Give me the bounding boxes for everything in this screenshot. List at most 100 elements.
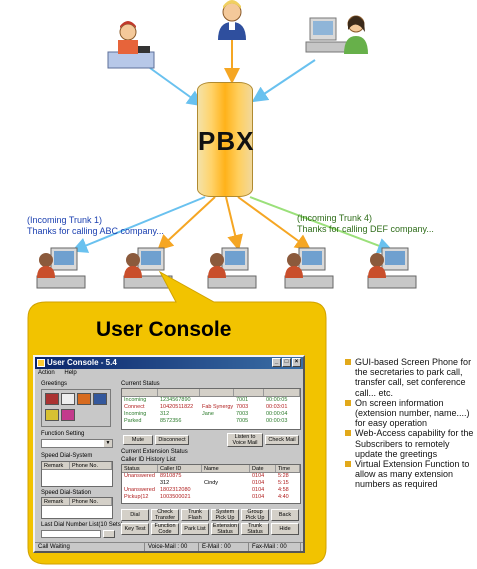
greeting-icon-2[interactable]: [61, 393, 75, 405]
table-row[interactable]: Incoming 1234567890 7001 00:00:05: [122, 397, 300, 404]
table-row[interactable]: Connect 10420511822 Fab Synergy 7003 00:…: [122, 404, 300, 411]
check-transfer-button[interactable]: Check Transfer: [151, 509, 179, 521]
cell: Incoming: [124, 397, 147, 403]
table-row[interactable]: Unanswered 1802312080 0104 4:58: [122, 487, 300, 494]
cell: Connect: [124, 404, 145, 410]
menu-action[interactable]: Action: [38, 370, 55, 376]
cell: Unanswered: [124, 487, 155, 493]
cell: 8572356: [160, 418, 182, 424]
current-status-label: Current Status: [121, 381, 160, 387]
listen-voice-mail-button[interactable]: Listen to Voice Mail: [227, 433, 263, 447]
last-dial-select[interactable]: [41, 530, 101, 538]
cell: 00:00:05: [266, 397, 288, 403]
table-row[interactable]: Pickup(12 1003500021 0104 4:40: [122, 494, 300, 501]
disconnect-button[interactable]: Disconnect: [155, 435, 189, 445]
group-pickup-button[interactable]: Group Pick Up: [241, 509, 269, 521]
table-row[interactable]: 312 Cindy 0104 5:15: [122, 480, 300, 487]
secretary-4-icon: [284, 247, 334, 289]
table-row[interactable]: Parked 8572356 7005 00:00:03: [122, 418, 300, 425]
trunk-link-2: [157, 196, 216, 251]
greetings-label: Greetings: [41, 381, 68, 387]
cell: 1802312080: [160, 487, 191, 493]
cell: [202, 487, 250, 494]
greeting-icon-6[interactable]: [61, 409, 75, 421]
greeting-icon-4[interactable]: [93, 393, 107, 405]
speed-dial-station-label: Speed Dial-Station: [41, 490, 92, 496]
table-row[interactable]: Incoming 312 Jane 7003 00:00:04: [122, 411, 300, 418]
close-icon[interactable]: ×: [292, 358, 301, 367]
key-test-button[interactable]: Key Test: [121, 523, 149, 535]
cell: 312: [160, 411, 170, 417]
hide-button[interactable]: Hide: [271, 523, 299, 535]
function-setting-label: Function Setting: [41, 431, 85, 437]
cell: Pickup(12: [124, 494, 149, 500]
col-status: Status: [122, 465, 158, 472]
trunk-4-caption: (Incoming Trunk 4) Thanks for calling DE…: [297, 213, 475, 235]
greeting-icon-1[interactable]: [45, 393, 59, 405]
feature-text: On screen information (extension number,…: [355, 397, 470, 429]
cell: [122, 480, 158, 487]
cell: 0104: [252, 480, 265, 486]
trunk-1-caption: (Incoming Trunk 1) Thanks for calling AB…: [27, 215, 217, 237]
current-status-table[interactable]: Incoming 1234567890 7001 00:00:05 Connec…: [121, 388, 301, 430]
caller-left-link: [149, 67, 204, 107]
fax-mail-count: Fax-Mail : 00: [249, 543, 301, 551]
trunk-flash-button[interactable]: Trunk Flash: [181, 509, 209, 521]
cell: 4:40: [278, 494, 289, 500]
speed-dial-system-table[interactable]: Remark Phone No.: [41, 461, 113, 487]
mute-button[interactable]: Mute: [123, 435, 153, 445]
current-status-header: [122, 389, 300, 397]
feature-item: Web-Access capability for the Subscriber…: [345, 428, 475, 459]
call-waiting-status: Call Waiting: [35, 543, 145, 551]
col-caller-id: Caller ID: [158, 465, 202, 472]
greeting-icon-5[interactable]: [45, 409, 59, 421]
park-list-button[interactable]: Park List: [181, 523, 209, 535]
cell: 7003: [236, 411, 249, 417]
cell: 1234567890: [160, 397, 191, 403]
trunk-link-1: [71, 196, 206, 253]
trunk-4-greeting: Thanks for calling DEF company...: [297, 224, 434, 234]
maximize-icon[interactable]: □: [282, 358, 291, 367]
chevron-down-icon[interactable]: ▼: [104, 440, 112, 447]
window-title: User Console - 5.4: [47, 358, 117, 367]
caller-right-person-icon: [305, 15, 368, 54]
greetings-panel: [41, 389, 111, 427]
cell: Cindy: [204, 480, 219, 486]
cell: 5:28: [278, 473, 289, 479]
cell: [202, 473, 250, 480]
table-row[interactable]: Unanswered 8910875 0104 5:28: [122, 473, 300, 480]
pbx-label: PBX: [198, 126, 255, 156]
last-dial-go-button[interactable]: [103, 530, 115, 538]
col-time: Time: [276, 465, 300, 472]
trunk-status-button[interactable]: Trunk Status: [241, 523, 269, 535]
cell: 10420511822: [160, 404, 194, 410]
greeting-icon-3[interactable]: [77, 393, 91, 405]
extension-status-button[interactable]: Extension Status: [211, 523, 239, 535]
function-code-button[interactable]: Function Code: [151, 523, 179, 535]
cell: 00:00:04: [266, 411, 288, 417]
menu-help[interactable]: Help: [64, 370, 77, 376]
trunk-link-3: [225, 196, 243, 251]
cell: [200, 397, 234, 404]
console-window: User Console - 5.4 _ □ × Action Help Gre…: [33, 355, 305, 553]
trunk-1-name: (Incoming Trunk 1): [27, 215, 103, 225]
back-button[interactable]: Back: [271, 509, 299, 521]
app-icon: [37, 359, 45, 367]
minimize-icon[interactable]: _: [272, 358, 281, 367]
cell: [202, 494, 250, 501]
function-setting-select[interactable]: ▼: [41, 439, 113, 448]
user-console-heading: User Console: [96, 318, 232, 341]
feature-text: Virtual Extension Function to allow as m…: [355, 459, 470, 490]
system-pickup-button[interactable]: System Pick Up: [211, 509, 239, 521]
caller-id-table[interactable]: Status Caller ID Name Date Time Unanswer…: [121, 464, 301, 504]
dial-button[interactable]: Dial: [121, 509, 149, 521]
caller-center-person-icon: [218, 0, 246, 40]
trunk-link-5: [249, 196, 394, 254]
cell: [200, 418, 234, 425]
pbx-unit-icon: [197, 82, 253, 197]
cell: Incoming: [124, 411, 147, 417]
check-mail-button[interactable]: Check Mail: [265, 435, 299, 445]
email-count: E-Mail : 00: [199, 543, 249, 551]
cell: Parked: [124, 418, 142, 424]
speed-dial-station-table[interactable]: Remark Phone No.: [41, 497, 113, 519]
